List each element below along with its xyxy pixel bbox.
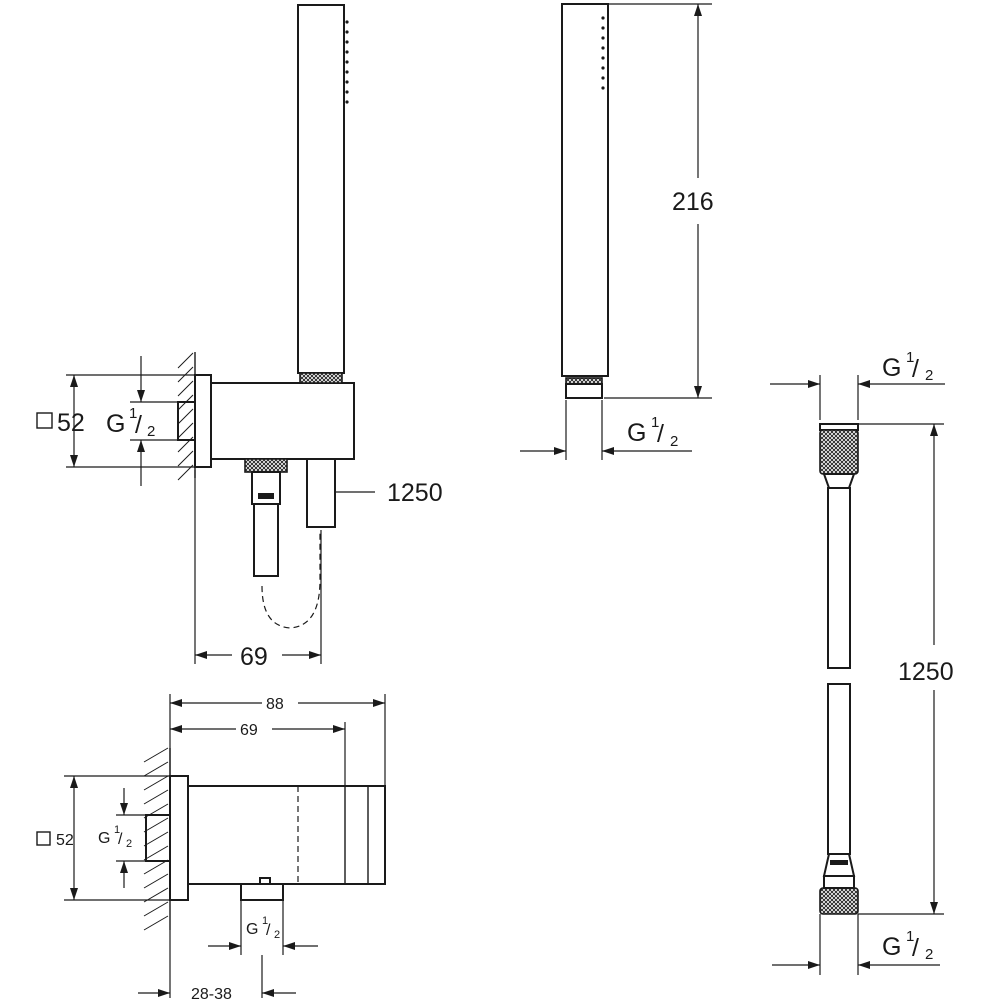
overall-depth-label: 88: [266, 696, 284, 713]
svg-text:/: /: [266, 922, 271, 939]
side-view-group: 88 69 52 G 1 / 2 G 1 /: [36, 694, 386, 1000]
side-square-label: 52: [56, 832, 74, 849]
wall-hatch: [177, 352, 196, 481]
hose-view-group: G 1 / 2 1250 G 1 / 2: [770, 349, 954, 975]
svg-text:/: /: [912, 934, 919, 962]
handshower-thread-label: G: [627, 419, 646, 447]
side-wall-hatch: [143, 747, 171, 931]
hose-cone: [251, 471, 281, 505]
depth-label: 69: [240, 643, 268, 671]
hose-view-length-label: 1250: [898, 658, 954, 686]
handshower-nut: [565, 383, 603, 399]
hand-shower-body: [297, 4, 345, 374]
hose-top-cone: [822, 473, 856, 489]
hose-bottom-marker: [830, 860, 848, 865]
handshower-view-group: 216 G 1 / 2: [520, 3, 714, 460]
svg-text:/: /: [912, 355, 919, 383]
side-square-symbol: [36, 831, 51, 846]
inlet-thread-den: 2: [147, 423, 155, 440]
square-size-label: 52: [57, 409, 85, 437]
hose-top-thread-num: 1: [906, 349, 914, 366]
side-wall-plate: [169, 775, 189, 901]
handshower-body: [561, 3, 609, 377]
hose-marker: [258, 493, 274, 499]
outlet-knurl-nut: [244, 458, 288, 473]
handshower-thread-den: 2: [670, 433, 678, 450]
svg-text:/: /: [135, 411, 142, 439]
handshower-thread-num: 1: [651, 414, 659, 431]
holder-stem: [306, 458, 336, 528]
inlet-thread-label: G: [106, 410, 125, 438]
hose-upper-segment: [827, 487, 851, 669]
handshower-length-label: 216: [672, 188, 714, 216]
hose-bottom-thread-label: G: [882, 933, 901, 961]
hose-top-thread-label: G: [882, 354, 901, 382]
wall-plate: [194, 374, 212, 468]
inlet-thread-num: 1: [129, 405, 137, 422]
hose-bottom-thread-den: 2: [925, 946, 933, 963]
side-outlet-body: [188, 785, 386, 885]
hose-bottom-nut: [819, 887, 859, 915]
hose-lower-segment: [827, 683, 851, 855]
wall-range-label: 28-38: [191, 986, 232, 1000]
square-symbol: [36, 412, 53, 429]
side-outlet-thread-num: 1: [262, 915, 268, 927]
outlet-body: [210, 382, 355, 460]
hose-bottom-thread-num: 1: [906, 928, 914, 945]
side-inlet-thread-den: 2: [126, 838, 132, 850]
hose-sleeve: [253, 503, 279, 577]
inlet-square: [177, 401, 196, 441]
shower-knurl-nut: [299, 372, 343, 384]
handshower-nozzles: [601, 16, 605, 90]
hose-top-nut: [819, 429, 859, 475]
side-outlet-thread-den: 2: [274, 929, 280, 941]
front-view-group: 1250 52 G 1 / 2 69: [36, 4, 443, 671]
hose-length-label: 1250: [387, 479, 443, 507]
svg-text:/: /: [657, 420, 664, 448]
side-depth-label: 69: [240, 722, 258, 739]
spray-nozzles: [345, 20, 349, 104]
side-outlet-thread-label: G: [246, 921, 258, 938]
side-inlet-square: [145, 814, 171, 862]
side-outlet-nozzle: [240, 883, 284, 901]
side-inlet-thread-num: 1: [114, 824, 120, 836]
hose-top-washer: [819, 423, 859, 431]
hose-loop-dashed: [261, 532, 321, 629]
hose-top-thread-den: 2: [925, 367, 933, 384]
svg-text:/: /: [118, 831, 123, 848]
side-inlet-thread-label: G: [98, 830, 110, 847]
